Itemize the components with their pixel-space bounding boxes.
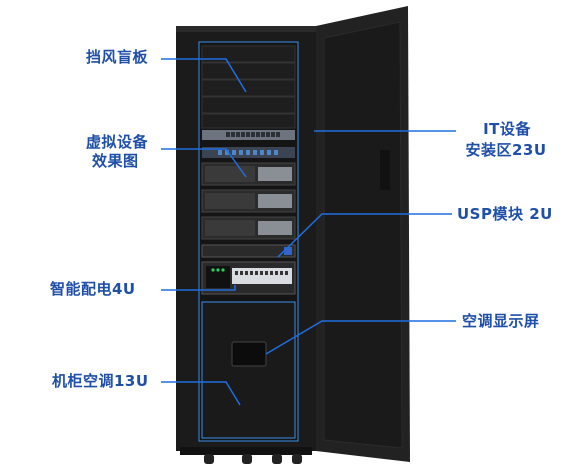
label-virtual-equipment-line2: 效果图 — [92, 152, 139, 170]
callout-line-ac — [161, 381, 241, 406]
callout-line-ups — [277, 213, 452, 258]
server-2 — [201, 189, 296, 213]
cabinet-top — [176, 26, 316, 32]
callout-line-display — [265, 320, 456, 355]
server-3 — [201, 216, 296, 240]
network-switch — [202, 130, 295, 140]
caster-1 — [204, 454, 214, 464]
caster-2 — [242, 454, 252, 464]
label-pdu: 智能配电4U — [50, 280, 136, 298]
label-ac-display: 空调显示屏 — [462, 312, 540, 330]
ups-module — [201, 244, 296, 258]
caster-3 — [272, 454, 282, 464]
label-virtual-equipment-line1: 虚拟设备 — [86, 133, 149, 151]
cabinet-base — [180, 447, 312, 455]
label-it-zone-line2: 安装区23U — [465, 141, 547, 159]
cabinet-ac-panel — [201, 301, 296, 439]
callout-lines — [161, 58, 456, 406]
ac-display-screen — [231, 341, 267, 367]
pdu-unit — [201, 261, 296, 295]
door-handle — [380, 150, 390, 190]
patch-panel — [202, 147, 295, 158]
caster-4 — [292, 454, 302, 464]
label-ups: USP模块 2U — [457, 205, 553, 223]
cabinet-door — [316, 6, 410, 462]
callout-line-blanking — [161, 58, 247, 93]
callout-line-pdu — [161, 285, 236, 291]
label-it-zone-line1: IT设备 — [483, 120, 531, 138]
label-cabinet-ac: 机柜空调13U — [52, 372, 149, 390]
label-blanking-panel: 挡风盲板 — [86, 48, 149, 66]
callout-line-virtual — [161, 148, 247, 178]
blanking-panels — [201, 45, 296, 129]
server-1 — [201, 162, 296, 186]
